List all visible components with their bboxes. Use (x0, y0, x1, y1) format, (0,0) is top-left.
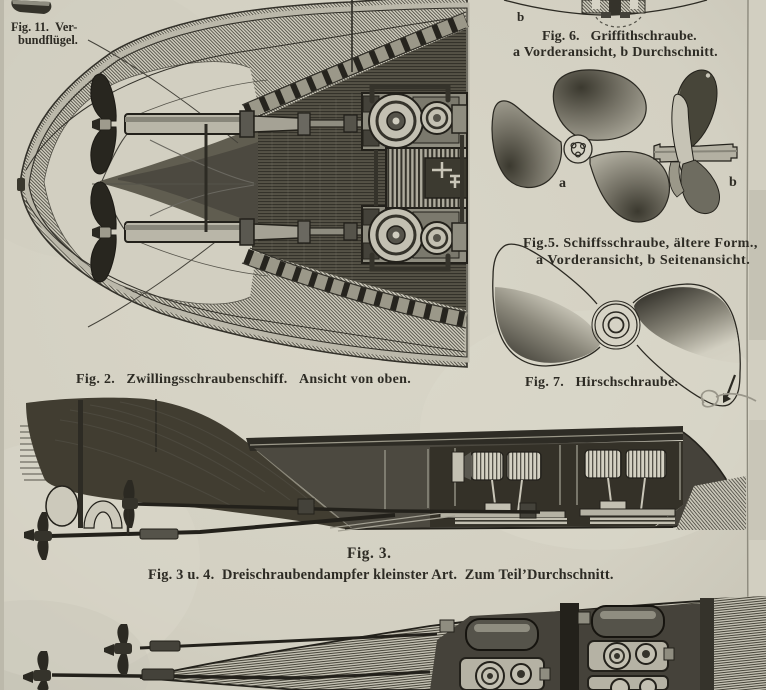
svg-text:Fig. 11. Ver-: Fig. 11. Ver- (11, 20, 77, 34)
svg-text:Fig. 3 u. 4. Dreischraubendam: Fig. 3 u. 4. Dreischraubendampfer kleins… (148, 567, 614, 583)
svg-text:Fig.5. Schiffsschraube, ältere: Fig.5. Schiffsschraube, ältere Form., (523, 235, 758, 251)
svg-text:Fig. 7. Hirschschraube.: Fig. 7. Hirschschraube. (525, 375, 678, 390)
svg-text:Fig. 6. Griffithschraube.: Fig. 6. Griffithschraube. (542, 29, 697, 44)
svg-text:Fig. 2. Zwillingsschraubensc: Fig. 2. Zwillingsschraubenschiff. Ansich… (76, 372, 411, 387)
svg-text:b: b (729, 175, 737, 190)
svg-text:a: a (559, 176, 566, 191)
svg-text:a Vorderansicht, b Seitenansic: a Vorderansicht, b Seitenansicht. (536, 252, 750, 268)
svg-text:b: b (517, 9, 524, 24)
svg-text:Fig. 3.: Fig. 3. (347, 545, 392, 562)
svg-text:a Vorderansicht, b Durchschnit: a Vorderansicht, b Durchschnitt. (513, 45, 718, 60)
svg-text:bundflügel.: bundflügel. (18, 33, 78, 47)
